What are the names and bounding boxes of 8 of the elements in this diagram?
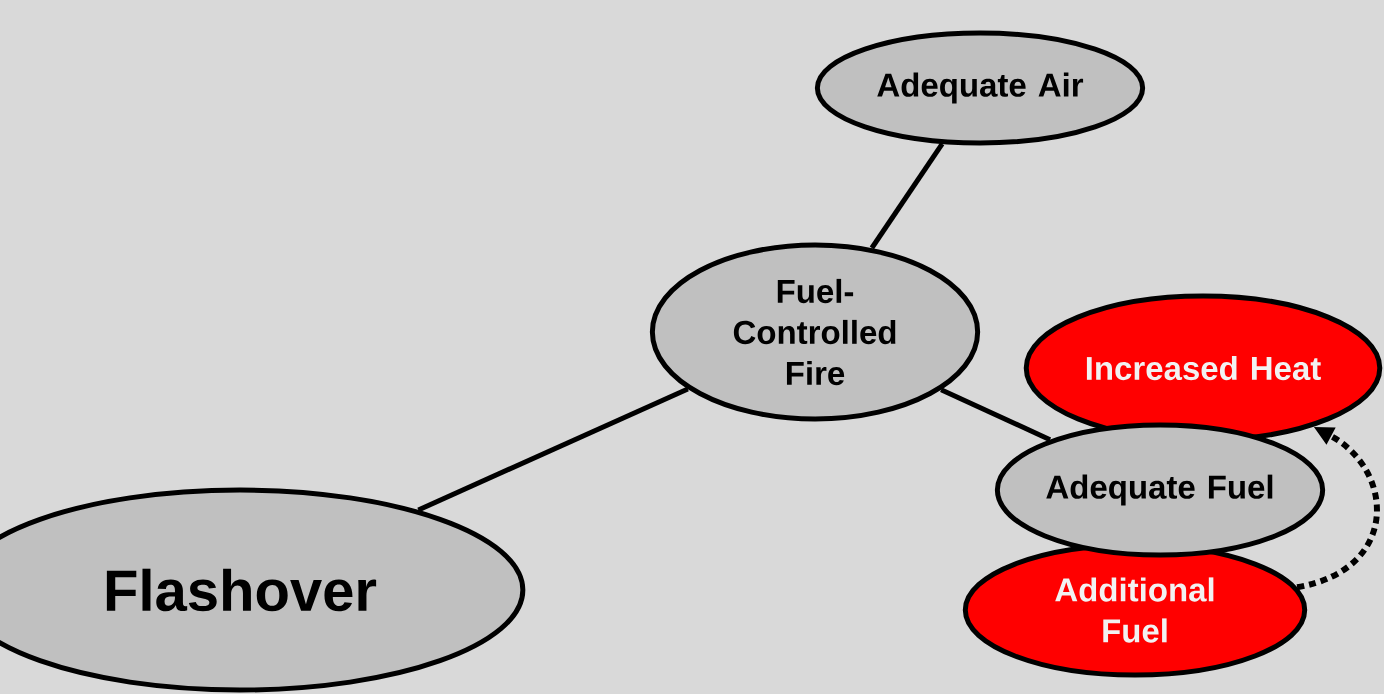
ellipse-node: Adequate Air — [814, 30, 1146, 146]
ellipse-node: Flashover — [0, 487, 526, 693]
connector-line — [869, 142, 945, 250]
connector-line — [417, 386, 689, 513]
ellipse-node: Adequate Fuel — [994, 422, 1326, 558]
connector-line — [940, 387, 1052, 442]
ellipse-node: Fuel-Controlled Fire — [649, 242, 981, 422]
ellipse-node: Increased Heat — [1023, 293, 1383, 443]
